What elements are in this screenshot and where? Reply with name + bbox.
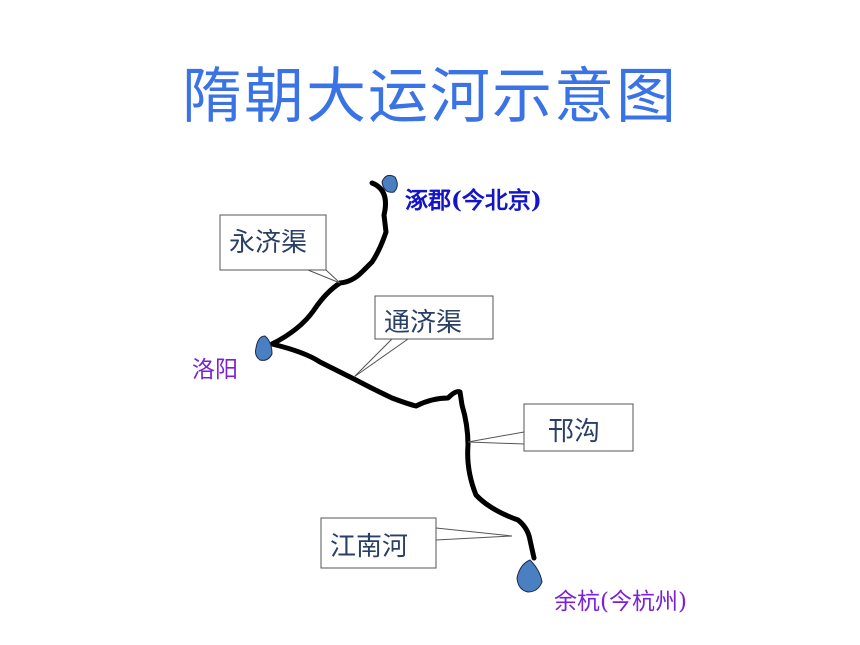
zhuojun-marker (381, 174, 398, 193)
tongji-callout-box (353, 295, 494, 378)
jiangnan-callout-box (320, 517, 513, 569)
canal-label-tongji: 通济渠 (384, 308, 463, 338)
luoyang-marker (255, 335, 273, 361)
yuhang-marker (516, 559, 543, 593)
grand-canal-line (269, 180, 537, 561)
canal-label-jiangnan: 江南河 (330, 532, 409, 562)
hangou-callout-box (467, 403, 634, 452)
canal-label-yongji: 永济渠 (229, 228, 308, 258)
city-label-zhuojun: 涿郡(今北京) (405, 187, 542, 214)
page-title: 隋朝大运河示意图 (182, 62, 678, 132)
canal-label-hangou: 邗沟 (548, 417, 601, 447)
city-label-yuhang: 余杭(今杭州) (554, 589, 687, 615)
yongji-callout-box (219, 214, 341, 284)
city-label-luoyang: 洛阳 (192, 357, 238, 383)
